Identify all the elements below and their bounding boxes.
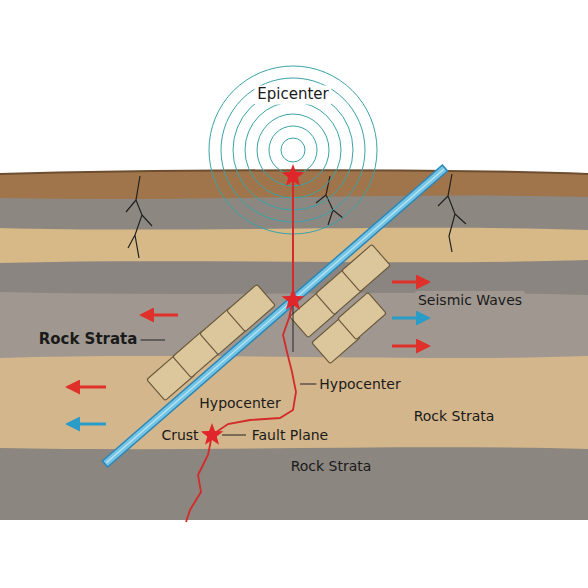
epicenter-focus-line xyxy=(292,180,294,294)
label-text: Rock Strata xyxy=(288,457,375,475)
label-text: Seismic Waves xyxy=(415,291,525,309)
label-text: Crust xyxy=(158,426,201,444)
hypocenter-star xyxy=(201,423,224,445)
rock-strata xyxy=(0,170,588,520)
hypocenter-star xyxy=(282,288,305,310)
ground-cracks xyxy=(126,174,466,258)
epicenter-star xyxy=(282,164,305,186)
label-text: Fault Plane xyxy=(249,426,331,444)
label-text: Rock Strata xyxy=(411,407,498,425)
label-text: Epicenter xyxy=(254,85,331,104)
label-text: Hypocenter xyxy=(316,375,403,393)
rupture-line xyxy=(186,300,296,522)
leader-lines xyxy=(140,340,318,435)
fault-plane xyxy=(102,165,447,467)
label-text: Hypocenter xyxy=(196,394,283,412)
wave-arrows xyxy=(68,282,428,424)
rock-layer xyxy=(0,260,588,520)
focus-marker-line xyxy=(293,300,294,352)
topsoil-layer xyxy=(0,170,588,520)
rock-layer xyxy=(0,447,588,520)
label-text: Rock Strata xyxy=(36,330,141,349)
